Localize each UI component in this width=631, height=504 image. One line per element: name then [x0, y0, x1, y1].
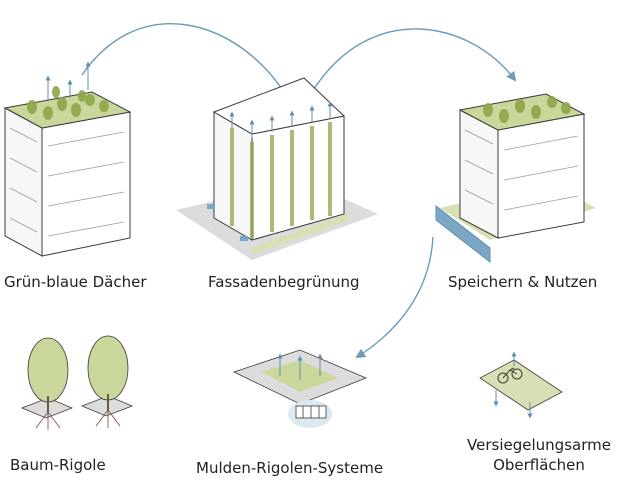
building3-windows	[464, 129, 579, 211]
bicycle-icon	[497, 367, 523, 384]
arrow-facade-to-storage	[311, 28, 517, 93]
tree2-crown	[87, 335, 129, 401]
surface-infiltration-arrows	[493, 351, 533, 419]
flow-arrows	[81, 23, 517, 359]
building3-cistern	[435, 204, 491, 264]
caption-store-use: Speichern & Nutzen	[448, 273, 598, 291]
low-sealing-illustration	[479, 351, 563, 419]
building1-roof-plants	[27, 86, 109, 120]
building2-drain-left	[207, 204, 215, 209]
tree2-roots	[95, 409, 121, 428]
building-green-roof	[3, 61, 132, 257]
caption-facade-greening: Fassadenbegrünung	[208, 273, 360, 291]
arrow-roof-to-facade	[81, 23, 289, 99]
swale-trench-grid	[302, 406, 320, 418]
building3-front-face	[497, 113, 585, 239]
caption-swale-trench: Mulden-Rigolen-Systeme	[196, 459, 384, 477]
caption-low-sealing-line2: Oberflächen	[493, 456, 585, 474]
building-facade-greening	[176, 77, 378, 260]
building2-facade-vines	[230, 122, 332, 238]
swale-trench-illustration	[232, 349, 368, 428]
caption-low-sealing-line1: Versiegelungsarme	[467, 436, 611, 454]
building-storage	[435, 93, 596, 264]
building2-evaporation-arrows	[229, 101, 333, 138]
swale-evaporation-arrows	[277, 353, 323, 380]
building3-roof-plants	[483, 96, 571, 123]
tree-trench-illustration	[20, 335, 134, 430]
caption-tree-trench: Baum-Rigole	[10, 456, 106, 474]
building2-ground-strip	[250, 214, 350, 254]
building1-left-face	[4, 107, 43, 257]
caption-green-blue-roofs: Grün-blaue Dächer	[4, 273, 147, 291]
building2-drain-right	[240, 236, 248, 241]
building1-windows	[9, 127, 125, 237]
tree1-roots	[35, 411, 61, 430]
tree1-crown	[27, 337, 69, 403]
arrow-storage-to-swale	[355, 236, 434, 359]
building1-evaporation-arrows	[45, 61, 91, 100]
permeable-surface	[479, 359, 563, 411]
